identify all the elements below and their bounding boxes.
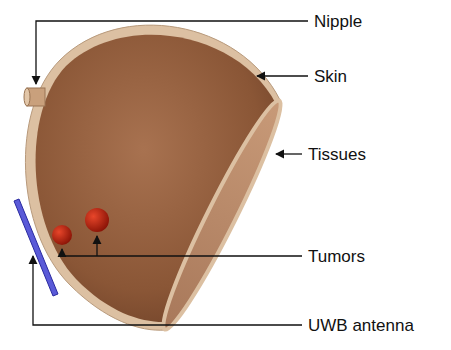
leader-line bbox=[257, 75, 308, 76]
nipple bbox=[24, 88, 45, 106]
part-label: UWB antenna bbox=[306, 317, 416, 334]
leader-line bbox=[276, 153, 302, 154]
tumor bbox=[85, 208, 109, 232]
leader-line bbox=[33, 256, 302, 325]
leader-line bbox=[36, 21, 308, 84]
tumor bbox=[52, 225, 72, 245]
part-label: Tissues bbox=[306, 146, 368, 163]
part-label: Skin bbox=[312, 68, 349, 85]
part-label: Tumors bbox=[306, 248, 367, 265]
leader-line bbox=[96, 236, 97, 256]
cut-face bbox=[152, 94, 292, 335]
uwb-antenna bbox=[14, 199, 58, 296]
part-label: Nipple bbox=[312, 13, 364, 30]
leader-line bbox=[62, 249, 302, 256]
